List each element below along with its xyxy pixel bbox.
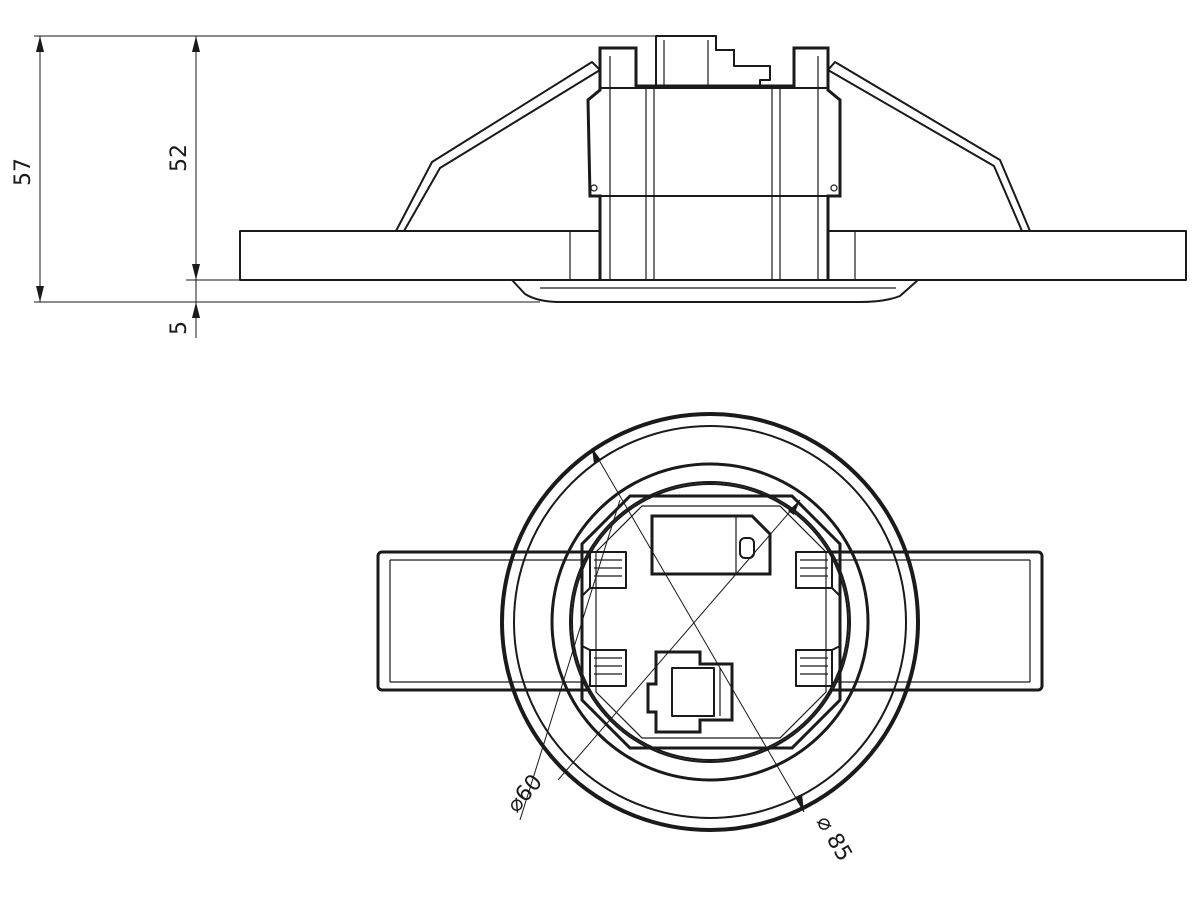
right-spring-clip	[827, 61, 1031, 232]
outer-ring	[500, 412, 920, 832]
left-flange	[239, 230, 601, 281]
top-connector	[655, 35, 771, 87]
dim-diameter-60: ⌀60	[502, 770, 548, 818]
bottom-connector	[646, 650, 734, 734]
dim-5: 5	[167, 321, 192, 335]
dim-diameter-85: ⌀ 85	[811, 812, 857, 866]
right-flange	[827, 230, 1187, 281]
housing-body	[586, 46, 842, 280]
dim-52: 52	[167, 144, 192, 172]
dimension-flange-height: 5	[167, 280, 200, 338]
right-terminal	[795, 551, 841, 687]
left-spring-clip	[395, 61, 601, 232]
middle-ring	[513, 425, 907, 819]
dim-57: 57	[11, 158, 36, 186]
side-view: 57 52 5	[11, 35, 1187, 338]
indicator-led	[739, 537, 755, 559]
bottom-lens	[511, 279, 919, 303]
dimension-body-height: 52	[167, 36, 240, 281]
sensor-module	[650, 514, 772, 576]
top-view: ⌀60 ⌀ 85	[376, 412, 1044, 866]
inner-ring	[550, 462, 870, 782]
dimension-overall-height: 57	[11, 35, 656, 303]
